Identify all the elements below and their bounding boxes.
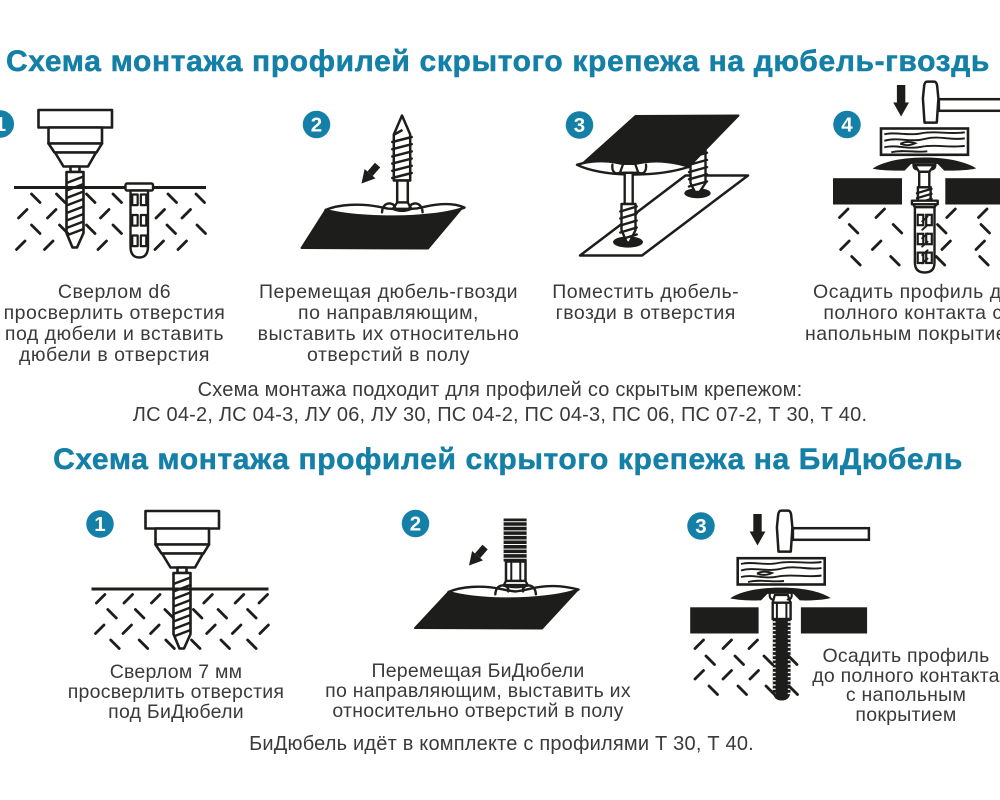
svg-text:2: 2 — [311, 114, 322, 137]
svg-text:4: 4 — [841, 114, 853, 137]
svg-text:3: 3 — [695, 515, 706, 538]
svg-text:2: 2 — [410, 513, 421, 536]
svg-text:1: 1 — [94, 513, 105, 536]
svg-text:3: 3 — [574, 114, 585, 137]
svg-text:1: 1 — [0, 113, 6, 136]
